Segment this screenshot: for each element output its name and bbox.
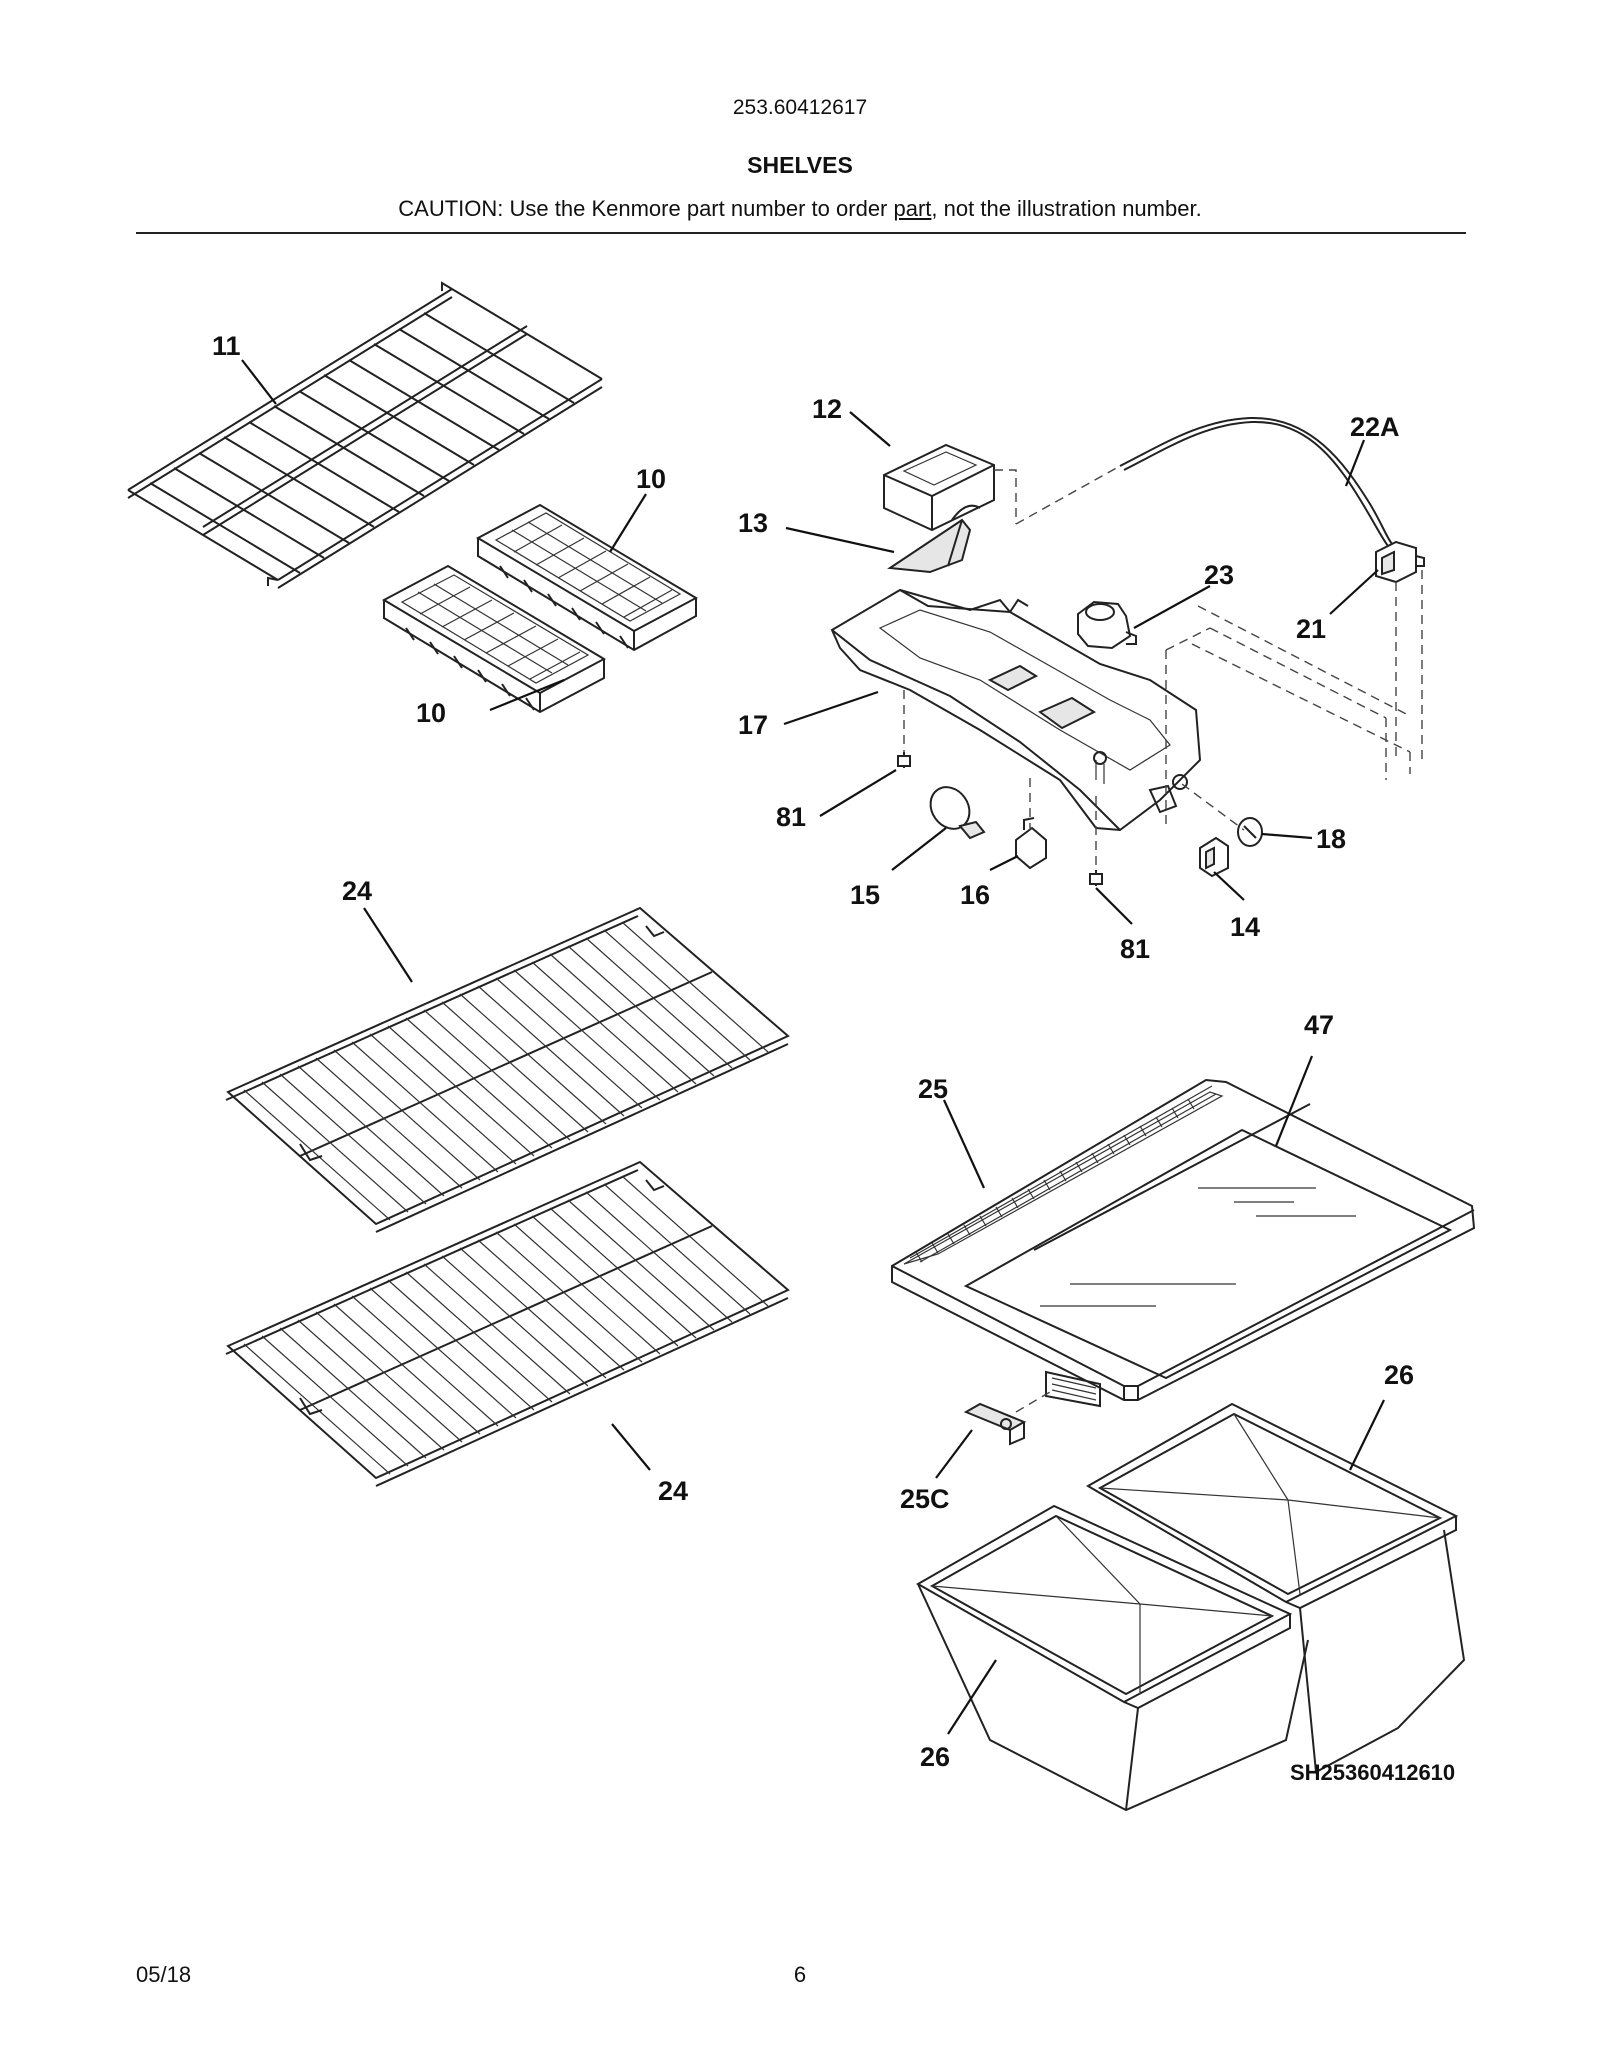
drawing-code: SH25360412610 [1290,1760,1455,1785]
assembly-guide-line-25C [1015,1391,1051,1413]
callout-15: 15 [850,880,880,910]
part-wire-shelf-24-upper [225,906,790,1233]
part-wire-shelf-24-lower [225,1160,790,1487]
part-ice-bin-12 [883,443,995,532]
callout-13: 13 [738,508,768,538]
callout-21: 21 [1296,614,1326,644]
part-wire-shelf-11 [127,281,603,589]
part-light-switch-14 [1199,836,1229,878]
part-crisper-cover-25 [891,1078,1476,1408]
part-connector-21 [1375,540,1425,584]
part-crisper-drawer-26-rear [1086,1402,1466,1774]
leader-lines [241,359,1385,1735]
footer-date: 05/18 [136,1962,192,1987]
part-knob-18 [1237,817,1263,847]
callout-25: 25 [918,1074,948,1104]
part-screw-81-right [1089,870,1103,886]
callout-16: 16 [960,880,990,910]
part-bracket-25C [963,1402,1027,1446]
callout-26-bottom: 26 [920,1742,950,1772]
callout-26-top: 26 [1384,1360,1414,1390]
part-ice-tray-10-lower [381,564,607,714]
callout-23: 23 [1204,560,1234,590]
model-number: 253.60412617 [732,96,868,119]
page-number: 6 [793,1962,807,1987]
part-light-housing-17 [830,588,1202,832]
callout-24-bottom: 24 [658,1476,688,1506]
header-divider [136,232,1466,234]
callout-81-left: 81 [776,802,806,832]
part-light-socket-16 [1015,817,1047,870]
callout-24-top: 24 [342,876,372,906]
part-ice-tray-10-upper [475,503,699,652]
callout-25C: 25C [900,1484,950,1514]
callout-10-bottom: 10 [416,698,446,728]
caution-prefix: CAUTION: Use the Kenmore part number to … [398,196,894,221]
part-flap-13 [887,518,972,574]
callout-12: 12 [812,394,842,424]
part-control-23 [1077,600,1137,650]
part-light-bulb-15 [929,786,986,840]
callout-47: 47 [1304,1010,1334,1040]
callout-18: 18 [1316,824,1346,854]
part-glass-insert-47 [963,1103,1453,1380]
part-screw-81-left [897,752,911,768]
caution-suffix: , not the illustration number. [931,196,1202,221]
callout-11: 11 [212,331,241,361]
caution-note: CAUTION: Use the Kenmore part number to … [0,196,1600,222]
callout-17: 17 [738,710,768,740]
callout-14: 14 [1230,912,1260,942]
section-title: SHELVES [747,152,853,178]
callout-81-right: 81 [1120,934,1150,964]
part-wire-harness-22A [1119,416,1393,547]
callout-10-top: 10 [636,464,666,494]
assembly-guide-lines-upper [903,465,1423,870]
callout-22A: 22A [1350,412,1400,442]
caution-underlined: part [893,196,932,221]
part-crisper-drawer-26-front [915,1504,1309,1812]
